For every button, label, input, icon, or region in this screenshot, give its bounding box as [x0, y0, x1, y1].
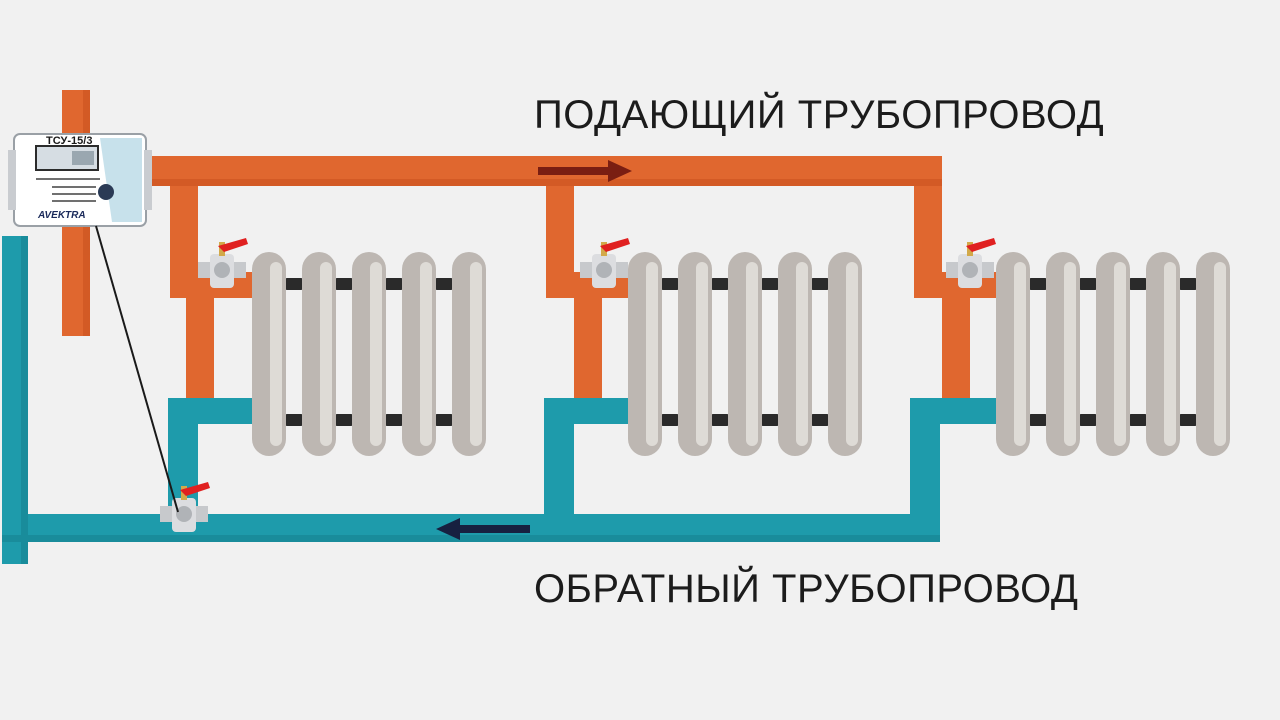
radiator-fin-highlight	[270, 262, 282, 446]
supply-arrow-shaft	[538, 167, 612, 175]
return-arrow-head	[436, 518, 460, 540]
radiator-fin-highlight	[796, 262, 808, 446]
valve-handle	[600, 238, 630, 252]
meter-right-flange	[144, 150, 152, 210]
supply-pipe-label: ПОДАЮЩИЙ ТРУБОПРОВОД	[534, 91, 1104, 137]
ball-valve-icon	[160, 482, 210, 532]
radiator-connector-bottom	[1178, 414, 1198, 426]
radiator-connector-bottom	[384, 414, 404, 426]
radiator-connector-bottom	[810, 414, 830, 426]
radiator-fin-highlight	[370, 262, 382, 446]
radiator-fin-highlight	[646, 262, 658, 446]
return-arrow-shaft	[456, 525, 530, 533]
radiator-fin-highlight	[420, 262, 432, 446]
radiator-connector-top	[284, 278, 304, 290]
ball-valve-icon	[946, 238, 996, 288]
meter-model-label: ТСУ-15/3	[46, 135, 92, 147]
return-pipe-label: ОБРАТНЫЙ ТРУБОПРОВОД	[534, 565, 1078, 611]
heat-meter-icon: ТСУ-15/3 AVEKTRA	[8, 133, 152, 227]
supply-arrow-head	[608, 160, 632, 182]
radiator-connector-top	[1078, 278, 1098, 290]
valve-ball	[214, 262, 230, 278]
supply-drop-1-inner	[186, 272, 214, 398]
return-flow-arrow	[436, 518, 530, 540]
radiator-connector-top	[660, 278, 680, 290]
radiator-connector-bottom	[760, 414, 780, 426]
radiator-fin-highlight	[1214, 262, 1226, 446]
radiator-fin-highlight	[1064, 262, 1076, 446]
meter-display-digits	[72, 151, 94, 165]
meter-button	[98, 184, 114, 200]
return-riser-shade	[21, 236, 28, 564]
radiator-fin-highlight	[846, 262, 858, 446]
radiator-fin-highlight	[746, 262, 758, 446]
radiator-connector-bottom	[1078, 414, 1098, 426]
radiator-connector-bottom	[334, 414, 354, 426]
radiator-connector-bottom	[660, 414, 680, 426]
radiator-connector-top	[1128, 278, 1148, 290]
return-pipe-highlights	[2, 236, 940, 564]
radiator-connector-top	[1028, 278, 1048, 290]
supply-drop-3-inner	[942, 272, 970, 398]
meter-line-4	[52, 200, 96, 202]
radiator-connector-top	[710, 278, 730, 290]
radiator-connector-top	[434, 278, 454, 290]
radiator-fin-highlight	[1114, 262, 1126, 446]
radiator-fin-highlight	[1164, 262, 1176, 446]
radiator-fin-highlight	[1014, 262, 1026, 446]
ball-valve-icon	[198, 238, 248, 288]
radiator-fin-highlight	[470, 262, 482, 446]
radiator-icon	[628, 252, 862, 456]
valve-ball	[176, 506, 192, 522]
return-branch-1-horizontal	[168, 398, 260, 424]
meter-sensor-wire	[95, 225, 179, 513]
valve-handle	[966, 238, 996, 252]
radiator-connector-bottom	[710, 414, 730, 426]
return-main-shade	[2, 535, 940, 542]
radiator-connector-top	[810, 278, 830, 290]
return-branch-2-horizontal	[544, 398, 636, 424]
meter-left-flange	[8, 150, 16, 210]
supply-drop-2-inner	[574, 272, 602, 398]
meter-line-1	[36, 178, 100, 180]
radiator-fin-highlight	[696, 262, 708, 446]
meter-line-3	[52, 193, 96, 195]
valve-handle	[218, 238, 248, 252]
meter-line-2	[52, 186, 96, 188]
valve-ball	[962, 262, 978, 278]
radiator-connector-bottom	[1128, 414, 1148, 426]
radiator-connector-bottom	[284, 414, 304, 426]
meter-brand-label: AVEKTRA	[37, 210, 86, 221]
return-branch-3-horizontal	[910, 398, 1002, 424]
valve-ball	[596, 262, 612, 278]
valves-group	[160, 238, 996, 532]
radiator-fin-highlight	[320, 262, 332, 446]
radiator-icon	[252, 252, 486, 456]
radiator-connector-bottom	[1028, 414, 1048, 426]
radiator-connector-bottom	[434, 414, 454, 426]
radiators-group	[252, 252, 1230, 456]
meter-text-lines	[36, 178, 100, 202]
supply-flow-arrow	[538, 160, 632, 182]
meter-decor-panel	[100, 138, 142, 222]
radiator-connector-top	[760, 278, 780, 290]
ball-valve-icon	[580, 238, 630, 288]
valve-handle	[180, 482, 210, 496]
radiator-connector-top	[334, 278, 354, 290]
radiator-connector-top	[384, 278, 404, 290]
radiator-icon	[996, 252, 1230, 456]
radiator-connector-top	[1178, 278, 1198, 290]
supply-main-shade	[90, 179, 942, 186]
